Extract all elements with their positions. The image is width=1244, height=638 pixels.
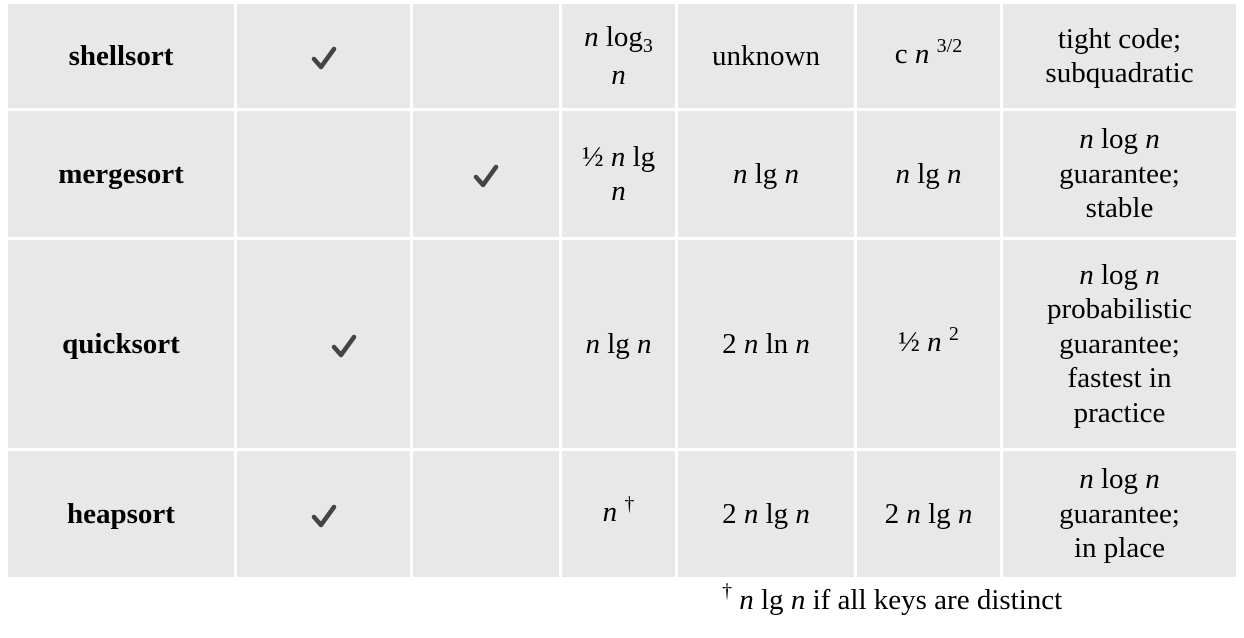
var-n: n: [743, 327, 759, 360]
lg-text: lg: [599, 327, 638, 360]
worst-case-cell: n lg n: [857, 111, 1000, 237]
coef: ½: [898, 326, 928, 359]
remarks-cell: tight code;subquadratic: [1003, 4, 1236, 108]
footnote-text: if all keys are distinct: [805, 584, 1063, 616]
checkmark-icon: [330, 332, 358, 360]
lg-text: lg: [909, 157, 948, 190]
var-n: n: [585, 327, 600, 360]
best-case-cell: n †: [562, 451, 675, 577]
lg-text: lg: [758, 497, 796, 530]
best-case-cell: n lg n: [562, 240, 675, 448]
var-n: n: [602, 496, 618, 529]
var-n: n: [743, 497, 759, 530]
worst-case-cell: c n 3/2: [857, 4, 1000, 108]
coef: ½: [581, 140, 611, 173]
worst-case-cell: ½ n 2: [857, 240, 1000, 448]
algorithm-name: mergesort: [8, 111, 234, 237]
var-n: n: [610, 140, 626, 173]
checkmark-icon: [310, 502, 338, 530]
worst-case-cell: 2 n lg n: [857, 451, 1000, 577]
dagger-mark: †: [624, 493, 635, 516]
exponent: 3/2: [936, 35, 963, 58]
var-n: n: [895, 157, 910, 190]
var-n: n: [739, 584, 754, 616]
algorithm-name: quicksort: [8, 240, 234, 448]
var-n: n: [732, 157, 748, 190]
lg-text: lg: [625, 140, 656, 173]
remark-line: guarantee;: [1059, 327, 1180, 360]
var-n: n: [611, 175, 626, 207]
inplace-cell: [237, 451, 410, 577]
remark-line: fastest in: [1067, 362, 1172, 395]
remark-line: subquadratic: [1045, 57, 1194, 89]
exponent: 2: [948, 323, 959, 346]
remark-line: probabilistic: [1047, 293, 1192, 326]
log-text: log: [598, 21, 643, 53]
checkmark-icon: [310, 44, 338, 72]
stable-cell: [413, 111, 559, 237]
remark-line: in place: [1074, 532, 1165, 565]
remark-line: stable: [1085, 192, 1154, 225]
lg-text: lg: [753, 584, 791, 616]
var-n: n: [795, 497, 810, 530]
var-n: n: [637, 327, 652, 360]
coef: 2: [884, 497, 907, 530]
average-case-cell: 2 n ln n: [678, 240, 854, 448]
average-case-cell: n lg n: [678, 111, 854, 237]
remark-line: guarantee;: [1059, 157, 1180, 190]
stable-cell: [413, 240, 559, 448]
var-n: n: [947, 157, 962, 190]
algorithm-name: shellsort: [8, 4, 234, 108]
var-n: n: [795, 327, 810, 360]
remark-line: practice: [1073, 396, 1166, 429]
dagger-mark: †: [722, 580, 732, 602]
coef: 2: [722, 327, 744, 360]
var-n: n: [584, 21, 599, 53]
algorithm-name: heapsort: [8, 451, 234, 577]
var-n: n: [914, 38, 930, 71]
remark-line: guarantee;: [1059, 497, 1180, 530]
inplace-cell: [237, 111, 410, 237]
ln-text: ln: [758, 327, 796, 360]
var-n: n: [927, 326, 942, 359]
checkmark-icon: [472, 162, 500, 190]
footnote: † n lg n if all keys are distinct: [722, 580, 1063, 617]
var-n: n: [957, 497, 973, 530]
average-case-cell: unknown: [678, 4, 854, 108]
lg-text: lg: [747, 157, 785, 190]
remark-line: tight code;: [1057, 22, 1182, 55]
inplace-cell: [237, 240, 410, 448]
log-base: 3: [642, 35, 653, 57]
var-n: n: [790, 584, 806, 616]
var-n: n: [784, 157, 800, 190]
lg-text: lg: [920, 497, 958, 530]
coef: 2: [722, 497, 744, 530]
var-n: n: [611, 58, 626, 91]
inplace-cell: [237, 4, 410, 108]
stable-cell: [413, 4, 559, 108]
stable-cell: [413, 451, 559, 577]
var-n: n: [906, 497, 921, 530]
coef: c: [894, 38, 915, 71]
average-case-cell: 2 n lg n: [678, 451, 854, 577]
